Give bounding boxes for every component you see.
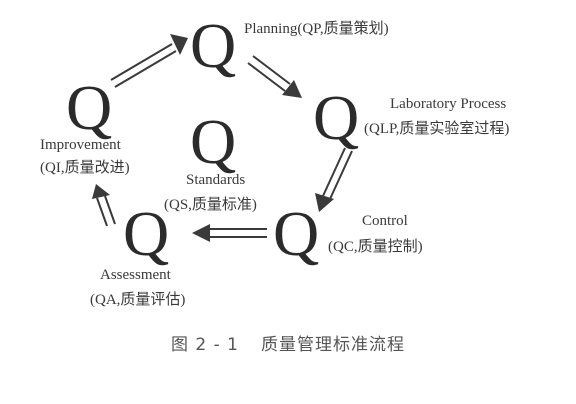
improvement-q-letter: Q [66, 72, 113, 143]
arrow-control-to-assessment [192, 224, 267, 242]
standards-label-line1: Standards [186, 172, 246, 188]
figure-title: 质量管理标准流程 [260, 335, 405, 355]
improvement-label-line2: (QI,质量改进) [40, 160, 130, 176]
arrow-assessment-to-improvement [92, 184, 116, 227]
control-q-letter: Q [273, 198, 320, 269]
planning-q-letter: Q [190, 10, 237, 81]
assessment-q-letter: Q [123, 198, 170, 269]
arrow-laboratory-to-control [315, 147, 353, 212]
laboratory-label-line2: (QLP,质量实验室过程) [364, 121, 510, 137]
improvement-label-line1: Improvement [40, 137, 121, 153]
laboratory-q-letter: Q [313, 82, 360, 153]
standards-q-letter: Q [190, 106, 237, 177]
standards-label-line2: (QS,质量标准) [164, 197, 257, 213]
planning-label: Planning(QP,质量策划) [244, 21, 389, 37]
control-label-line1: Control [362, 213, 408, 229]
assessment-label-line2: (QA,质量评估) [90, 292, 186, 308]
assessment-label-line1: Assessment [100, 267, 171, 283]
control-label-line2: (QC,质量控制) [328, 239, 423, 255]
arrow-planning-to-laboratory [247, 55, 302, 98]
figure-caption: 图 2 - 1 质量管理标准流程 [0, 330, 576, 355]
laboratory-label-line1: Laboratory Process [390, 96, 507, 112]
figure-number: 图 2 - 1 [171, 335, 239, 355]
arrow-improvement-to-planning [110, 34, 188, 88]
